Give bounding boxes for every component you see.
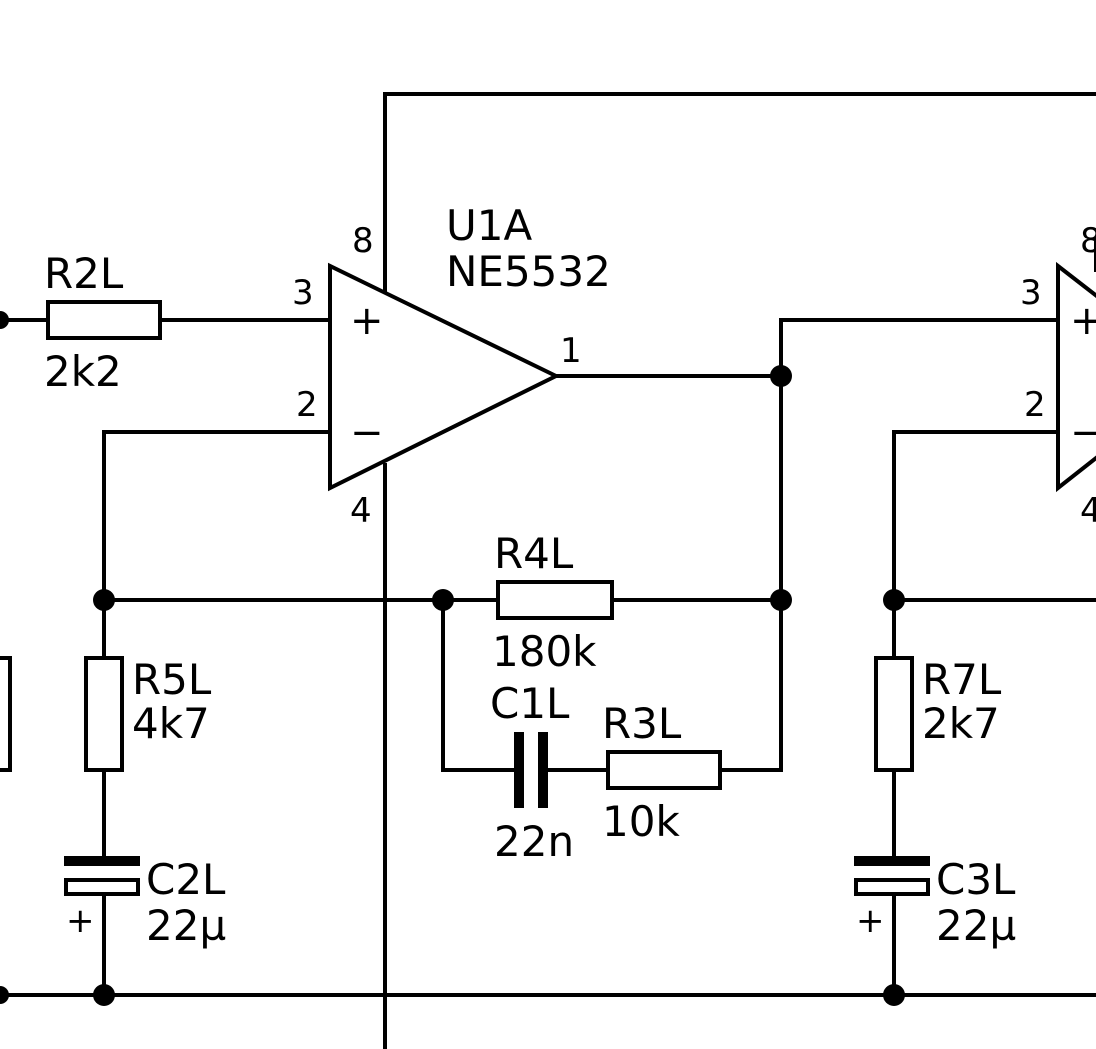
- pin-label-8: 8: [352, 221, 374, 261]
- wire-top-rail: [383, 92, 1096, 292]
- r2l-body: [46, 300, 162, 340]
- r7l-body: [874, 656, 914, 772]
- r7l-value: 2k7: [922, 699, 1000, 748]
- c1l-plate-right: [538, 732, 548, 808]
- r4l-ref: R4L: [494, 529, 574, 578]
- pin-label-1: 1: [560, 331, 582, 371]
- resistor-r2l: R2L 2k2: [44, 249, 162, 396]
- pin-right-label-4: 4: [1080, 491, 1096, 531]
- wires: [0, 92, 1096, 1049]
- c2l-value: 22µ: [146, 901, 226, 950]
- c3l-value: 22µ: [936, 901, 1016, 950]
- r5l-value: 4k7: [132, 699, 210, 748]
- junction-right-feedback: [883, 589, 905, 611]
- junctions: [0, 311, 905, 1006]
- resistor-r3l: R3L 10k: [602, 699, 722, 846]
- r5l-ref: R5L: [132, 655, 212, 704]
- opamp-ref: U1A: [446, 201, 532, 250]
- opamp-minus-sign: −: [350, 410, 384, 456]
- opamp-right-triangle: [1056, 261, 1096, 493]
- c2l-plate-bottom: [64, 878, 140, 896]
- c2l-polarity: +: [66, 901, 95, 941]
- junction-ground-right: [883, 984, 905, 1006]
- r3l-value: 10k: [602, 797, 680, 846]
- junction-feedback-right: [770, 589, 792, 611]
- opamp-u1a: + − 3 2 1 8 4 U1A NE5532: [292, 201, 611, 531]
- c1l-ref: C1L: [490, 679, 570, 728]
- c3l-plate-top: [854, 856, 930, 866]
- wire-output-vertical: [779, 318, 1062, 772]
- wire-right-neg-in: [892, 430, 1060, 660]
- opamp-part: NE5532: [446, 247, 611, 296]
- r4l-value: 180k: [492, 627, 597, 676]
- pin-label-3: 3: [292, 273, 314, 313]
- resistor-r4l: R4L 180k: [492, 529, 614, 676]
- pin-right-label-3: 3: [1020, 273, 1042, 313]
- resistor-r7l: R7L 2k7: [874, 655, 1002, 772]
- capacitor-c3l: + C3L 22µ: [854, 855, 1016, 950]
- capacitor-c2l: + C2L 22µ: [64, 855, 226, 950]
- r3l-body: [606, 750, 722, 790]
- junction-ground-edge: [0, 986, 9, 1004]
- opamp-right-partial: + − 3 2 8 4: [1020, 221, 1096, 531]
- partial-left-component: [0, 656, 12, 772]
- c2l-plate-top: [64, 856, 140, 866]
- junction-output: [770, 365, 792, 387]
- c3l-plate-bottom: [854, 878, 930, 896]
- junction-ground-left: [93, 984, 115, 1006]
- c2l-ref: C2L: [146, 855, 226, 904]
- r3l-ref: R3L: [602, 699, 682, 748]
- opamp-plus-sign: +: [350, 298, 384, 344]
- capacitor-c1l: C1L 22n: [490, 679, 574, 866]
- r5l-body: [84, 656, 124, 772]
- pin-right-label-8: 8: [1080, 221, 1096, 261]
- c1l-value: 22n: [494, 817, 574, 866]
- r4l-body: [496, 580, 614, 620]
- wire-c1l-left: [441, 598, 520, 772]
- r2l-ref: R2L: [44, 249, 124, 298]
- junction-input-edge: [0, 311, 9, 329]
- opamp-triangle: [328, 262, 561, 492]
- opamp-right-plus-sign: +: [1070, 298, 1096, 344]
- wire-neg-in: [102, 430, 332, 602]
- junction-feedback-left: [93, 589, 115, 611]
- resistor-r5l: R5L 4k7: [84, 655, 212, 772]
- pin-label-2: 2: [296, 385, 318, 425]
- c3l-ref: C3L: [936, 855, 1016, 904]
- c3l-polarity: +: [856, 901, 885, 941]
- r7l-ref: R7L: [922, 655, 1002, 704]
- opamp-right-minus-sign: −: [1070, 410, 1096, 456]
- r2l-value: 2k2: [44, 347, 122, 396]
- pin-label-4: 4: [350, 491, 372, 531]
- c1l-plate-left: [514, 732, 524, 808]
- pin-right-label-2: 2: [1024, 385, 1046, 425]
- junction-feedback-mid: [432, 589, 454, 611]
